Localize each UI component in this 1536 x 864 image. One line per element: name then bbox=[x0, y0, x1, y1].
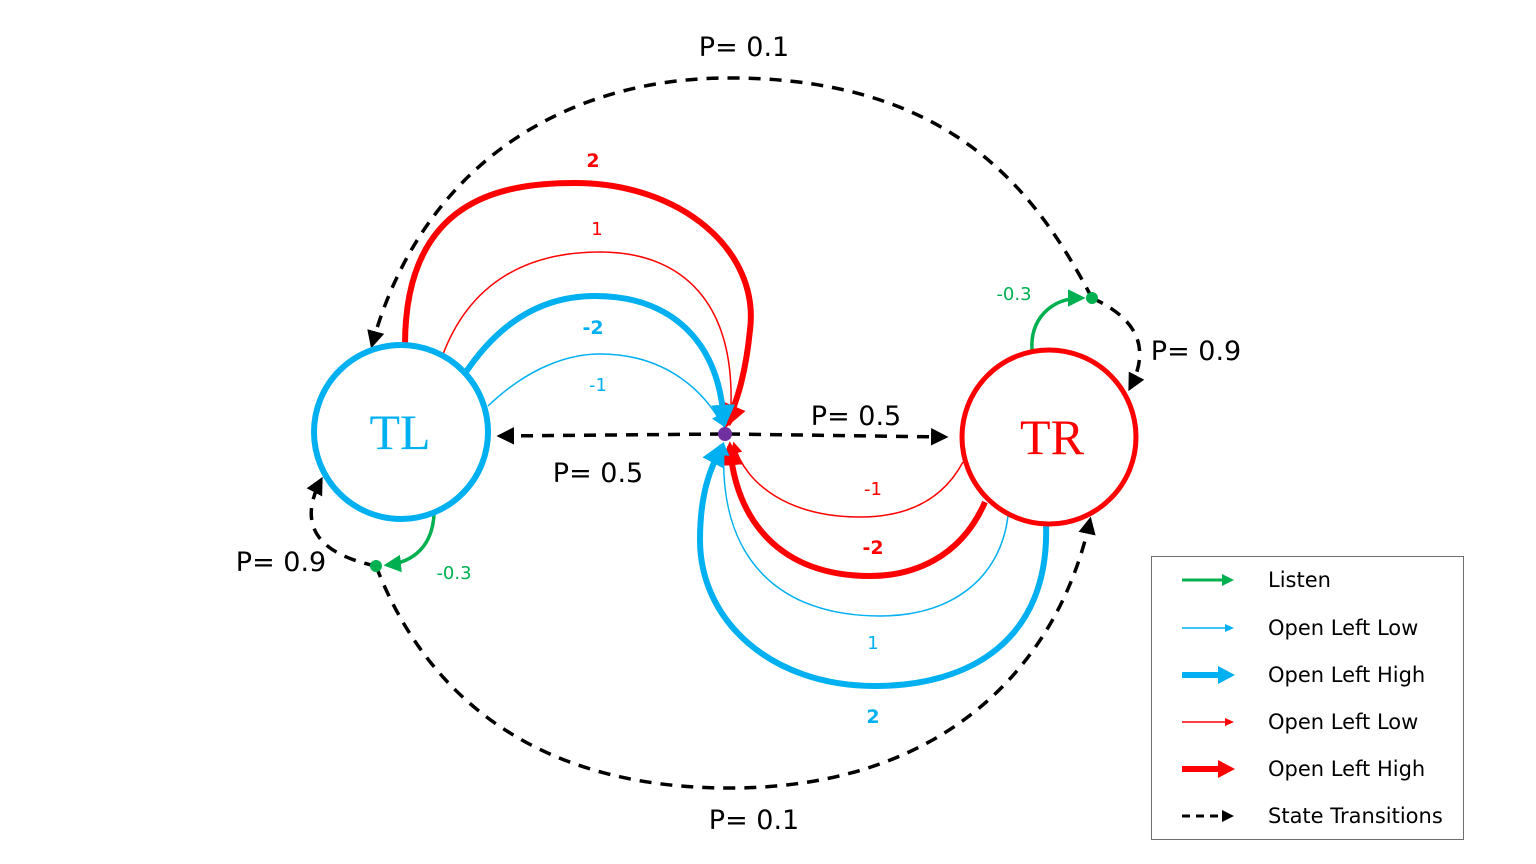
tl-red-low-arc bbox=[441, 251, 737, 427]
legend-label: Open Left High bbox=[1268, 757, 1426, 781]
legend-label: Open Left High bbox=[1268, 663, 1426, 687]
tl-listen-dot bbox=[370, 560, 382, 572]
tl-listen-arc bbox=[383, 514, 436, 573]
transition-center-to-tr bbox=[727, 428, 949, 446]
tr-listen-arc bbox=[1030, 289, 1086, 351]
reward-tr-blue-low: 1 bbox=[867, 633, 878, 654]
tr-blue-low-arc bbox=[717, 443, 1009, 617]
reward-tr-red-low: -1 bbox=[864, 479, 882, 500]
node-tr-circle bbox=[959, 347, 1139, 527]
transition-arc-top bbox=[367, 76, 1094, 349]
transition-center-to-tl bbox=[496, 427, 723, 445]
transition-tl-self bbox=[306, 476, 377, 568]
blue-thick-arrow-icon bbox=[1182, 666, 1235, 684]
reward-tr-red-high: -2 bbox=[862, 537, 883, 559]
node-tl-circle bbox=[311, 342, 491, 522]
tr-red-high-arc bbox=[719, 441, 988, 580]
legend-item-blue-high: Open Left High bbox=[1152, 660, 1465, 690]
legend-item-transitions: State Transitions bbox=[1152, 801, 1465, 831]
tr-blue-high-arc bbox=[696, 441, 1050, 690]
prob-center-tr-label: P= 0.5 bbox=[811, 401, 901, 432]
red-thin-arrow-icon bbox=[1182, 718, 1234, 726]
tl-red-high-arc bbox=[402, 179, 754, 429]
reward-tl-red-low: 1 bbox=[591, 219, 602, 240]
legend: Listen Open Left Low Open Left High Open… bbox=[1151, 556, 1464, 840]
legend-item-red-low: Open Left Low bbox=[1152, 707, 1465, 737]
node-tl-label: TL bbox=[369, 404, 430, 460]
prob-center-tl-label: P= 0.5 bbox=[553, 458, 643, 489]
legend-item-red-high: Open Left High bbox=[1152, 754, 1465, 784]
reward-tl-listen: -0.3 bbox=[436, 563, 471, 584]
blue-thin-arrow-icon bbox=[1182, 624, 1234, 632]
prob-bottom-label: P= 0.1 bbox=[709, 805, 799, 836]
reward-tl-blue-low: -1 bbox=[589, 375, 607, 396]
legend-item-blue-low: Open Left Low bbox=[1152, 613, 1465, 643]
legend-label: State Transitions bbox=[1268, 804, 1443, 828]
reward-tl-red-high: 2 bbox=[586, 150, 599, 172]
reward-tr-blue-high: 2 bbox=[866, 706, 879, 728]
legend-item-listen: Listen bbox=[1152, 565, 1465, 595]
listen-arrow-icon bbox=[1182, 574, 1234, 586]
center-belief-dot bbox=[718, 427, 732, 441]
legend-label: Listen bbox=[1268, 568, 1331, 592]
legend-label: Open Left Low bbox=[1268, 710, 1419, 734]
reward-tl-blue-high: -2 bbox=[582, 317, 603, 339]
tr-red-low-arc bbox=[730, 441, 964, 518]
prob-top-label: P= 0.1 bbox=[699, 32, 789, 63]
legend-label: Open Left Low bbox=[1268, 616, 1419, 640]
prob-tr-self-label: P= 0.9 bbox=[1151, 336, 1241, 367]
tr-listen-dot bbox=[1086, 292, 1098, 304]
reward-tr-listen: -0.3 bbox=[996, 284, 1031, 305]
prob-tl-self-label: P= 0.9 bbox=[236, 547, 326, 578]
red-thick-arrow-icon bbox=[1182, 760, 1235, 778]
transition-arc-bottom bbox=[374, 516, 1096, 790]
dashed-arrow-icon bbox=[1182, 810, 1234, 822]
node-tr-label: TR bbox=[1020, 409, 1085, 465]
tl-blue-high-arc bbox=[461, 292, 736, 429]
tl-blue-low-arc bbox=[487, 353, 724, 427]
